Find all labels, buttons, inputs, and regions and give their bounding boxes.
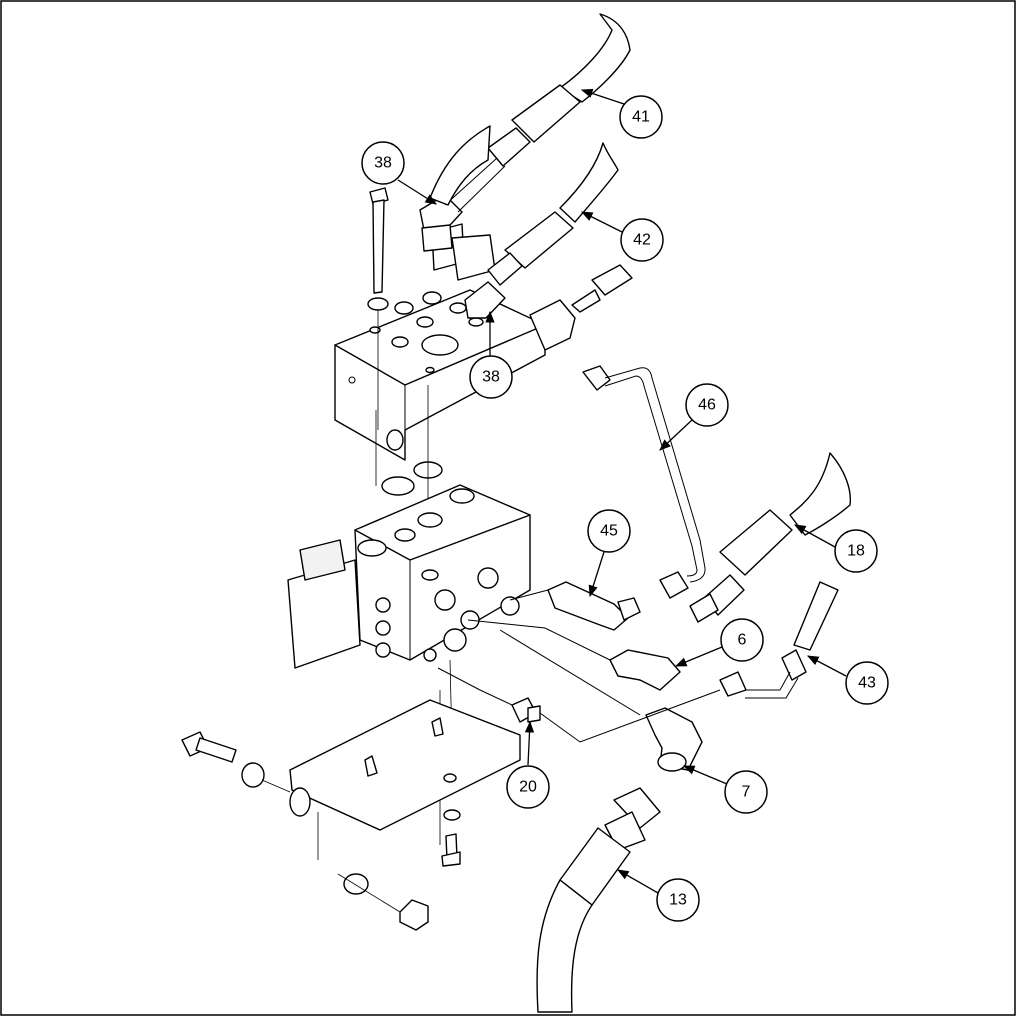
- callout-43[interactable]: 43: [806, 655, 889, 705]
- tube-43: [719, 581, 839, 699]
- elbow-fitting-45: [547, 581, 641, 631]
- callout-46[interactable]: 46: [659, 383, 729, 451]
- callout-6[interactable]: 6: [674, 618, 764, 667]
- callout-46-number: 46: [698, 397, 716, 414]
- hose-41: [444, 13, 631, 213]
- callout-20[interactable]: 20: [506, 720, 550, 809]
- hose-13: [536, 787, 661, 1013]
- callout-38-top[interactable]: 38: [361, 141, 437, 205]
- hose-18: [689, 452, 852, 623]
- hose-routing-lines: [467, 589, 721, 743]
- callout-43-circle: [845, 661, 889, 705]
- callout-6-number: 6: [738, 632, 747, 649]
- callout-38-top-number: 38: [374, 155, 392, 172]
- callout-13-number: 13: [669, 892, 687, 909]
- tube-46: [582, 365, 706, 599]
- callout-46-circle: [685, 383, 729, 427]
- bracket-nut-lower: [337, 873, 429, 931]
- callout-45-number: 45: [600, 523, 618, 540]
- main-valve-body: [287, 484, 531, 669]
- callout-20-circle: [506, 765, 550, 809]
- callout-41-circle: [619, 95, 663, 139]
- callout-38-bottom-circle: [469, 355, 513, 399]
- callout-20-number: 20: [519, 779, 537, 796]
- elbow-fitting-6: [609, 649, 681, 691]
- bracket-bolt-left: [181, 731, 291, 793]
- fitting-20: [437, 667, 541, 723]
- callout-42-circle: [620, 218, 664, 262]
- valve-block-top: [334, 223, 633, 461]
- hose-42: [487, 142, 619, 286]
- callout-18[interactable]: 18: [793, 524, 878, 573]
- callout-7-circle: [724, 770, 768, 814]
- elbow-fitting-bottom: [464, 281, 506, 319]
- callout-38-top-circle: [361, 141, 405, 185]
- callout-38-bottom[interactable]: 38: [469, 310, 513, 399]
- callout-41-number: 41: [632, 109, 650, 126]
- callout-43-number: 43: [858, 675, 876, 692]
- hose-behind-block: [429, 125, 491, 206]
- callout-42-number: 42: [633, 232, 651, 249]
- callout-18-circle: [834, 529, 878, 573]
- callout-7-number: 7: [742, 784, 751, 801]
- mounting-bracket: [289, 699, 521, 860]
- callout-7[interactable]: 7: [682, 765, 768, 814]
- callout-13-circle: [656, 878, 700, 922]
- long-bolt: [367, 187, 389, 430]
- callout-42[interactable]: 42: [580, 211, 664, 262]
- callout-13[interactable]: 13: [616, 869, 700, 922]
- callout-18-number: 18: [847, 543, 865, 560]
- callout-41[interactable]: 41: [580, 88, 663, 139]
- callout-45[interactable]: 45: [587, 509, 631, 598]
- callout-38-bottom-number: 38: [482, 369, 500, 386]
- callout-6-circle: [720, 618, 764, 662]
- bracket-bolt-lower: [441, 809, 461, 867]
- elbow-fitting-7: [645, 707, 703, 772]
- callout-45-circle: [587, 509, 631, 553]
